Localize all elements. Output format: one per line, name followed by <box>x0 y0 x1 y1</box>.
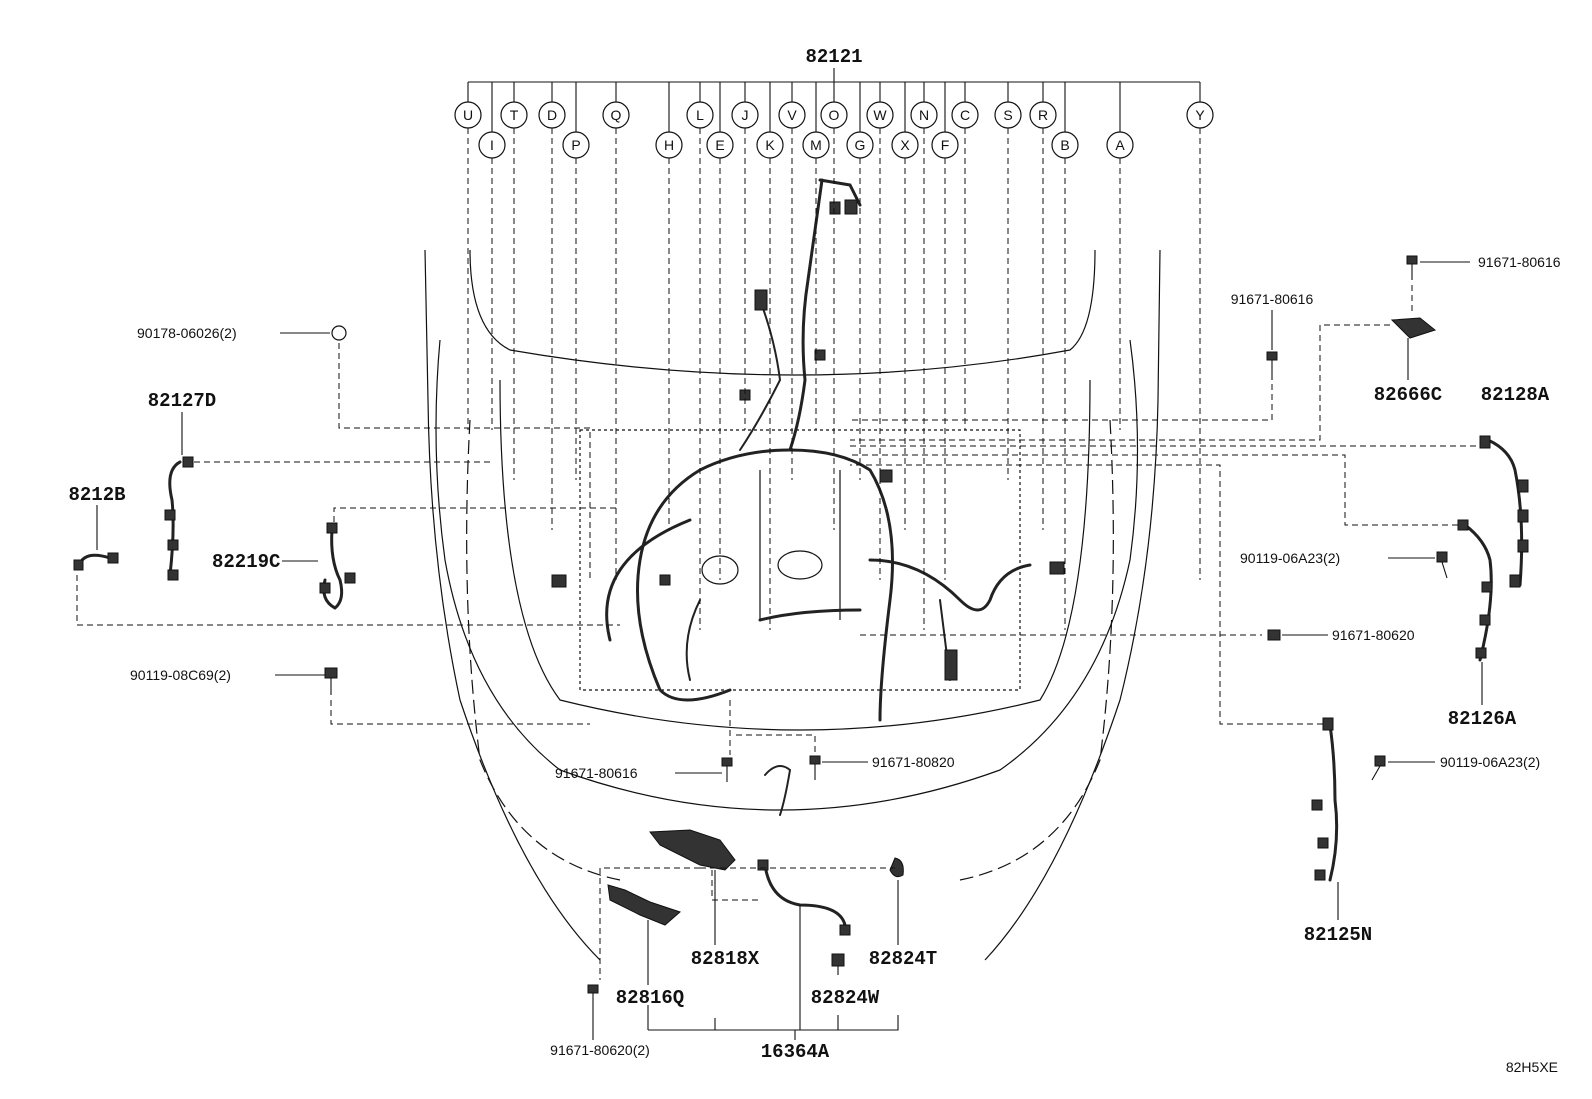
harness-82219C <box>282 507 620 610</box>
callout-letter-a[interactable]: A <box>1115 137 1125 153</box>
part-91671-80620-label[interactable]: 91671-80620 <box>1332 627 1415 643</box>
bolt-90119-06A23-b <box>1371 755 1435 781</box>
bolt-91671-80616-left <box>675 700 733 782</box>
part-82824T-label[interactable]: 82824T <box>869 948 937 970</box>
callout-letter-p[interactable]: P <box>571 137 580 153</box>
callout-letter-o[interactable]: O <box>829 107 840 123</box>
bolt-91671-80616-mid <box>850 310 1278 421</box>
callout-letter-r[interactable]: R <box>1038 107 1048 123</box>
bolt-90119-08C69 <box>275 667 590 725</box>
bracket-82666C <box>850 317 1437 441</box>
callout-letter-y[interactable]: Y <box>1195 107 1205 123</box>
bolt-91671-80616-top <box>1406 255 1470 315</box>
callout-letter-u[interactable]: U <box>463 107 473 123</box>
vehicle-body-outline <box>424 249 1161 961</box>
callout-letter-l[interactable]: L <box>696 107 704 123</box>
nut-90178 <box>280 325 591 580</box>
callout-letter-d[interactable]: D <box>547 107 557 123</box>
callout-letter-i[interactable]: I <box>490 137 494 153</box>
callout-letter-x[interactable]: X <box>900 137 910 153</box>
part-82818X-label[interactable]: 82818X <box>691 948 760 970</box>
callout-letter-v[interactable]: V <box>787 107 797 123</box>
callout-letter-k[interactable]: K <box>765 137 775 153</box>
callout-letter-m[interactable]: M <box>810 137 822 153</box>
harness-82128A <box>850 435 1529 588</box>
main-harness <box>551 178 1065 722</box>
part-82127D-label[interactable]: 82127D <box>148 390 216 412</box>
part-90119-06A23-b-label[interactable]: 90119-06A23(2) <box>1440 754 1540 770</box>
part-90119-06A23-a-label[interactable]: 90119-06A23(2) <box>1240 550 1340 566</box>
callout-letter-n[interactable]: N <box>919 107 929 123</box>
harness-82126A <box>850 454 1493 705</box>
part-91671-80616-top-label[interactable]: 91671-80616 <box>1478 254 1561 270</box>
callout-letter-j[interactable]: J <box>742 107 749 123</box>
callout-letter-t[interactable]: T <box>510 107 519 123</box>
bottom-parts-group <box>587 765 904 1040</box>
bolt-90119-06A23-a <box>1388 551 1448 579</box>
callout-letter-s[interactable]: S <box>1003 107 1012 123</box>
callout-letter-b[interactable]: B <box>1060 137 1069 153</box>
callout-letter-e[interactable]: E <box>715 137 724 153</box>
bolt-91671-80620 <box>860 629 1328 641</box>
part-82816Q-label[interactable]: 82816Q <box>616 987 684 1009</box>
part-91671-80616-mid-label[interactable]: 91671-80616 <box>1231 291 1314 307</box>
main-part-bracket <box>468 68 1200 83</box>
part-8212B-label[interactable]: 8212B <box>68 484 125 506</box>
part-82126A-label[interactable]: 82126A <box>1448 708 1517 730</box>
callout-letter-q[interactable]: Q <box>611 107 622 123</box>
part-90178-label[interactable]: 90178-06026(2) <box>137 325 237 341</box>
part-90119-08C69-label[interactable]: 90119-08C69(2) <box>130 667 231 683</box>
part-91671-80616-left-label[interactable]: 91671-80616 <box>555 765 638 781</box>
main-part-number[interactable]: 82121 <box>805 46 862 68</box>
callout-letter-h[interactable]: H <box>664 137 674 153</box>
callout-letter-g[interactable]: G <box>855 137 866 153</box>
part-91671-80820-label[interactable]: 91671-80820 <box>872 754 955 770</box>
callout-letter-c[interactable]: C <box>960 107 970 123</box>
part-16364A-label[interactable]: 16364A <box>761 1041 830 1063</box>
part-82128A-label[interactable]: 82128A <box>1481 384 1550 406</box>
harness-8212B <box>73 505 620 626</box>
callout-letter-w[interactable]: W <box>873 107 887 123</box>
part-82125N-label[interactable]: 82125N <box>1304 924 1372 946</box>
harness-82127D <box>164 412 490 581</box>
reference-code: 82H5XE <box>1506 1059 1558 1075</box>
part-91671-80620-2-label[interactable]: 91671-80620(2) <box>550 1042 650 1058</box>
callout-leader-lines <box>467 128 1201 630</box>
part-82666C-label[interactable]: 82666C <box>1374 384 1442 406</box>
callout-letter-f[interactable]: F <box>941 137 950 153</box>
bolt-91671-80820 <box>735 734 868 780</box>
part-82824W-label[interactable]: 82824W <box>811 987 880 1009</box>
part-82219C-label[interactable]: 82219C <box>212 551 280 573</box>
harness-82125N <box>850 464 1339 920</box>
